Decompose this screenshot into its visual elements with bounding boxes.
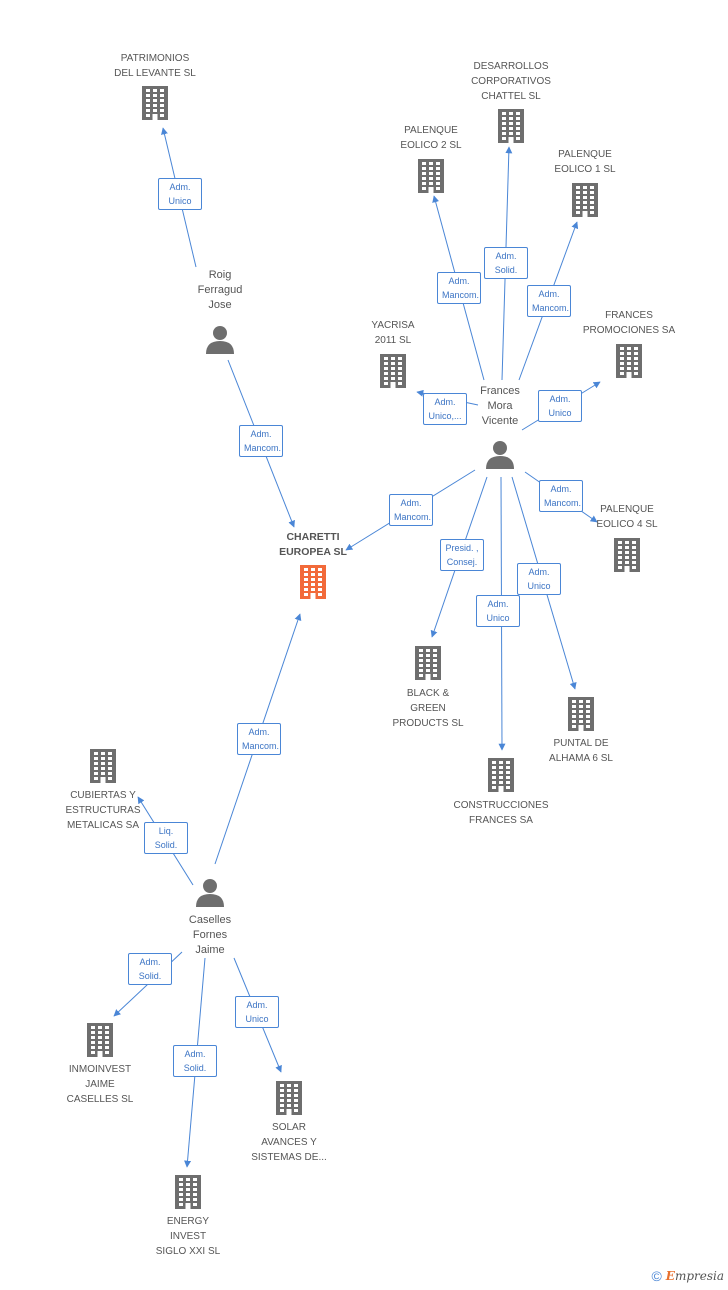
node-label-puntal[interactable]: PUNTAL DE ALHAMA 6 SL	[549, 738, 613, 764]
edge-label-roig-to-charetti[interactable]: Adm. Mancom.	[239, 425, 283, 457]
main-company-icon-charetti	[300, 565, 326, 599]
company-icon-inmoinvest	[87, 1023, 113, 1057]
edge-label-frances_mora-to-yacrisa[interactable]: Adm. Unico,...	[423, 393, 467, 425]
edge-label-frances_mora-to-frances_prom[interactable]: Adm. Unico	[538, 390, 582, 422]
node-label-patrimonios[interactable]: PATRIMONIOS DEL LEVANTE SL	[114, 53, 196, 79]
edge-label-frances_mora-to-palenque1[interactable]: Adm. Mancom.	[527, 285, 571, 317]
footer-brand: © Empresia	[651, 1268, 724, 1284]
person-icon-roig	[206, 326, 234, 354]
edge-label-caselles-to-solar[interactable]: Adm. Unico	[235, 996, 279, 1028]
edge-label-caselles-to-energy[interactable]: Adm. Solid.	[173, 1045, 217, 1077]
edge-label-caselles-to-inmoinvest[interactable]: Adm. Solid.	[128, 953, 172, 985]
edge-label-caselles-to-charetti[interactable]: Adm. Mancom.	[237, 723, 281, 755]
edge-label-frances_mora-to-palenque2[interactable]: Adm. Mancom.	[437, 272, 481, 304]
node-label-frances_prom[interactable]: FRANCES PROMOCIONES SA	[582, 310, 676, 336]
node-label-construcciones[interactable]: CONSTRUCCIONES FRANCES SA	[453, 800, 549, 826]
company-icon-puntal	[568, 697, 594, 731]
company-icon-yacrisa	[380, 354, 406, 388]
company-icon-patrimonios	[142, 86, 168, 120]
company-icon-energy	[175, 1175, 201, 1209]
person-icon-caselles	[196, 879, 224, 907]
node-label-palenque1[interactable]: PALENQUE EOLICO 1 SL	[554, 149, 616, 175]
node-label-solar[interactable]: SOLAR AVANCES Y SISTEMAS DE...	[251, 1122, 327, 1163]
node-label-frances_mora[interactable]: Frances Mora Vicente	[480, 385, 520, 427]
node-label-charetti[interactable]: CHARETTI EUROPEA SL	[279, 531, 347, 558]
edge-label-frances_mora-to-palenque4[interactable]: Adm. Mancom.	[539, 480, 583, 512]
node-label-cubiertas[interactable]: CUBIERTAS Y ESTRUCTURAS METALICAS SA	[65, 790, 141, 831]
node-label-desarrollos[interactable]: DESARROLLOS CORPORATIVOS CHATTEL SL	[471, 61, 551, 102]
node-label-inmoinvest[interactable]: INMOINVEST JAIME CASELLES SL	[66, 1064, 134, 1105]
edge-label-frances_mora-to-puntal[interactable]: Adm. Unico	[517, 563, 561, 595]
node-label-yacrisa[interactable]: YACRISA 2011 SL	[371, 320, 415, 346]
brand-logo: Empresia	[665, 1269, 724, 1283]
company-icon-desarrollos	[498, 109, 524, 143]
node-label-caselles[interactable]: Caselles Fornes Jaime	[188, 914, 232, 956]
edge-label-roig-to-patrimonios[interactable]: Adm. Unico	[158, 178, 202, 210]
edge-label-frances_mora-to-charetti[interactable]: Adm. Mancom.	[389, 494, 433, 526]
company-icon-solar	[276, 1081, 302, 1115]
node-label-roig[interactable]: Roig Ferragud Jose	[197, 269, 243, 311]
icons-layer	[87, 86, 642, 1209]
edge-label-caselles-to-cubiertas[interactable]: Liq. Solid.	[144, 822, 188, 854]
company-icon-palenque1	[572, 183, 598, 217]
node-label-palenque2[interactable]: PALENQUE EOLICO 2 SL	[400, 125, 462, 151]
node-label-energy[interactable]: ENERGY INVEST SIGLO XXI SL	[155, 1216, 221, 1257]
edge-label-frances_mora-to-black_green[interactable]: Presid. , Consej.	[440, 539, 484, 571]
company-icon-cubiertas	[90, 749, 116, 783]
copyright-symbol: ©	[651, 1268, 662, 1284]
company-icon-construcciones	[488, 758, 514, 792]
edge-label-frances_mora-to-construcciones[interactable]: Adm. Unico	[476, 595, 520, 627]
edge-label-frances_mora-to-desarrollos[interactable]: Adm. Solid.	[484, 247, 528, 279]
company-icon-palenque4	[614, 538, 640, 572]
node-label-palenque4[interactable]: PALENQUE EOLICO 4 SL	[596, 504, 658, 530]
company-icon-black_green	[415, 646, 441, 680]
company-icon-frances_prom	[616, 344, 642, 378]
company-icon-palenque2	[418, 159, 444, 193]
person-icon-frances_mora	[486, 441, 514, 469]
node-label-black_green[interactable]: BLACK & GREEN PRODUCTS SL	[392, 688, 464, 729]
